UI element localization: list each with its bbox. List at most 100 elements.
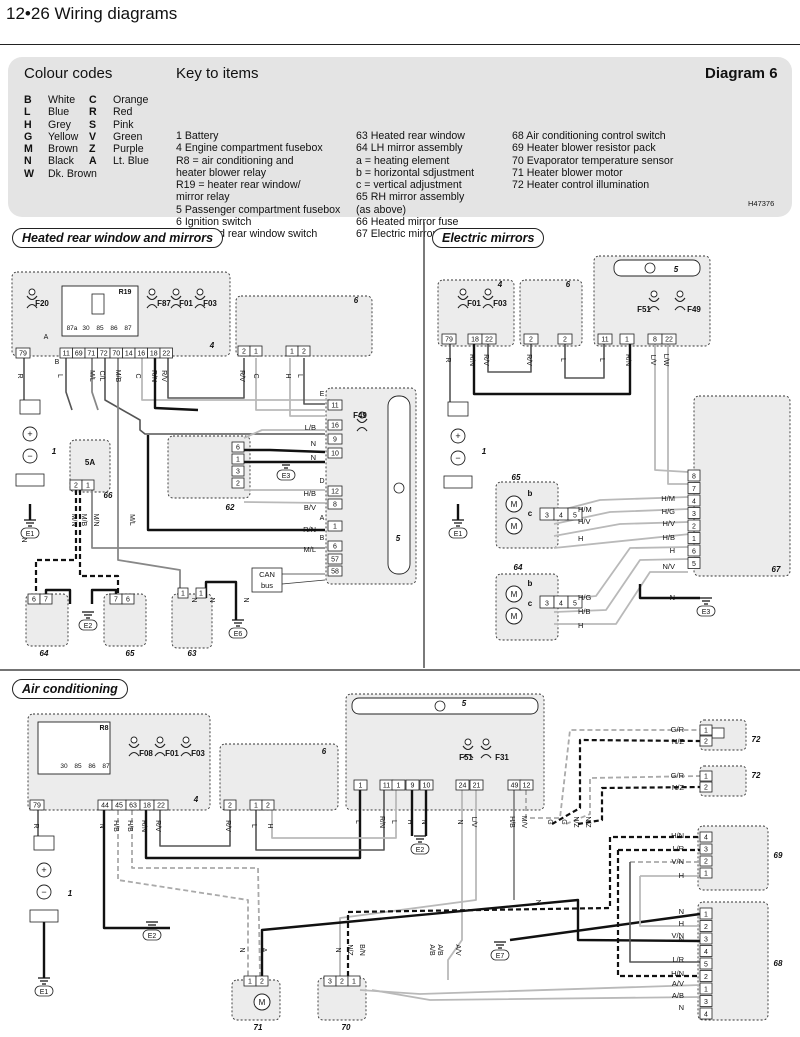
wire-ac-LV [447,790,463,980]
fuse-f08-ac [128,743,140,757]
wire-em-RV [487,344,532,373]
m65-pin-2-label: 5 [573,513,577,520]
s68-pin-5 [699,970,713,982]
wire-label-acr-11: V/N [671,931,684,940]
fuse-f01-em-label: F01 [467,299,481,308]
wire-label-hwb-3: M/N [92,514,99,527]
illum2-pin-1-label: 2 [704,785,708,792]
wire-label-em-3: R/V [525,354,532,366]
fuse-f49-em-label: F49 [687,305,701,314]
earth-e3-em [700,597,712,605]
s67-pin-4 [687,519,701,532]
illum1-pin-1 [699,735,713,747]
earth-e3-ac-tag [142,929,162,941]
legend-panel [8,57,792,217]
earth-e1-em [452,519,464,527]
wire-ac-RV [159,810,231,847]
wire-label-ac2-2: A [260,948,267,953]
pf-ac-pin-8 [519,779,534,791]
ign-hw-pin-b-1-label: 2 [302,349,306,356]
wire-label-ac-6: R/V [224,820,231,832]
fuse-f01-ac-cap [156,736,164,744]
wire-hw-BV [243,501,326,504]
wire-label-ac-10: R/N [378,816,385,828]
s67-pin-3 [687,507,701,519]
wire-label-hw-7: R/V [160,370,167,382]
wire-can2 [281,579,326,585]
wire-label-acr-15: A/B [672,991,684,1000]
fuse-f03-ac-label: F03 [191,749,205,758]
pf-hw-pin-1 [327,419,343,431]
wire-ac-HB3 [339,790,477,976]
motor-65-c-letter: M [511,522,518,531]
s62-pin-3-label: 2 [236,481,240,488]
m64-pin-2 [567,595,583,609]
wire-label-hwpf-5: R/N [303,525,316,534]
fuse-f01-ac-label: F01 [165,749,179,758]
fuse-f49-label: F49 [353,411,367,420]
wire-em-H [554,571,688,625]
relay-r19-pin-0: 87a [67,325,78,332]
sub-c-64: c [528,599,533,608]
reference-code: H47376 [748,199,775,208]
res69-pin-1-label: 3 [704,847,708,854]
earth-e3-hw [82,611,94,619]
ef-hw-pin-0-label: 11 [63,351,70,358]
battery-ac-minus [36,884,52,900]
illum1-pin-1-label: 2 [704,739,708,746]
earth-e2-ac [414,835,426,843]
motor-64-c-letter: M [511,612,518,621]
ign-switch-em [519,279,583,347]
fuse-f87-label: F87 [157,299,171,308]
ef-ac-pin-79 [29,799,45,811]
wire-ac-NZ2 [577,785,701,826]
ef-ac-pin-1-label: 45 [115,803,123,810]
earth-e6-hw [232,619,244,627]
fuse-f87-hw-cap [148,288,156,296]
wire-hw-N1 [244,448,326,454]
ef-ac-pin-79-label: 79 [33,803,41,810]
s67-pin-6 [687,544,701,557]
item-5-ac: 5 [462,699,467,708]
wire-label-emh2-3: H/G [578,593,592,602]
pf-em-pin-1 [619,333,635,345]
m65-hw-pin-1 [121,593,135,605]
ef-ac-pin-2-label: 63 [129,803,137,810]
s67-pin-3-label: 3 [692,511,696,518]
ign-ac-pin-1-label: 2 [266,803,270,810]
fuse-f03-ac [180,743,192,757]
pf-ac-pin-6 [469,779,484,791]
wire-ac-LR2 [616,850,700,978]
fuse-f03-hw [194,295,206,309]
wire-label-hw-8: R/V [238,370,245,382]
s67-pin-1-label: 7 [692,486,696,493]
fuse-f49-hw [356,418,368,432]
wire-em-LW [667,344,688,485]
pf-hw-pin-8-label: 57 [331,557,339,564]
relay-r8-label: R8 [100,725,109,732]
m65-pin-0-label: 3 [545,513,549,520]
sub-c-65: c [528,509,533,518]
resistor-pack [697,825,769,891]
fuse-f03-em [482,295,494,309]
wire-ac-N-main [260,898,701,976]
pf-hw-pin-0 [327,399,343,411]
pf-ac-pin-1-label: 11 [383,783,390,790]
earth-e6-hw-tag [228,627,248,639]
relay-r8-pin-2: 86 [88,763,96,770]
s70-pin-1-label: 2 [340,979,344,986]
evap-sensor [317,977,367,1021]
pf-ac-clock-icon [434,700,446,712]
wire-label-acr-9: N [679,935,684,944]
ef-em-pin-1-label: 22 [485,337,493,344]
pf-ac-pin-0 [353,779,368,791]
wire-ac-N [102,810,170,930]
s68-pin-3-label: 4 [704,949,708,956]
m65-hw-pin-1-label: 6 [126,597,130,604]
wire-ac-H3 [639,876,700,927]
wire-hw-MB [117,358,181,588]
hrw-pin-b [195,587,207,599]
wire-label-emh-6: N [670,593,675,602]
ef-em-pin-0-label: 18 [471,337,479,344]
